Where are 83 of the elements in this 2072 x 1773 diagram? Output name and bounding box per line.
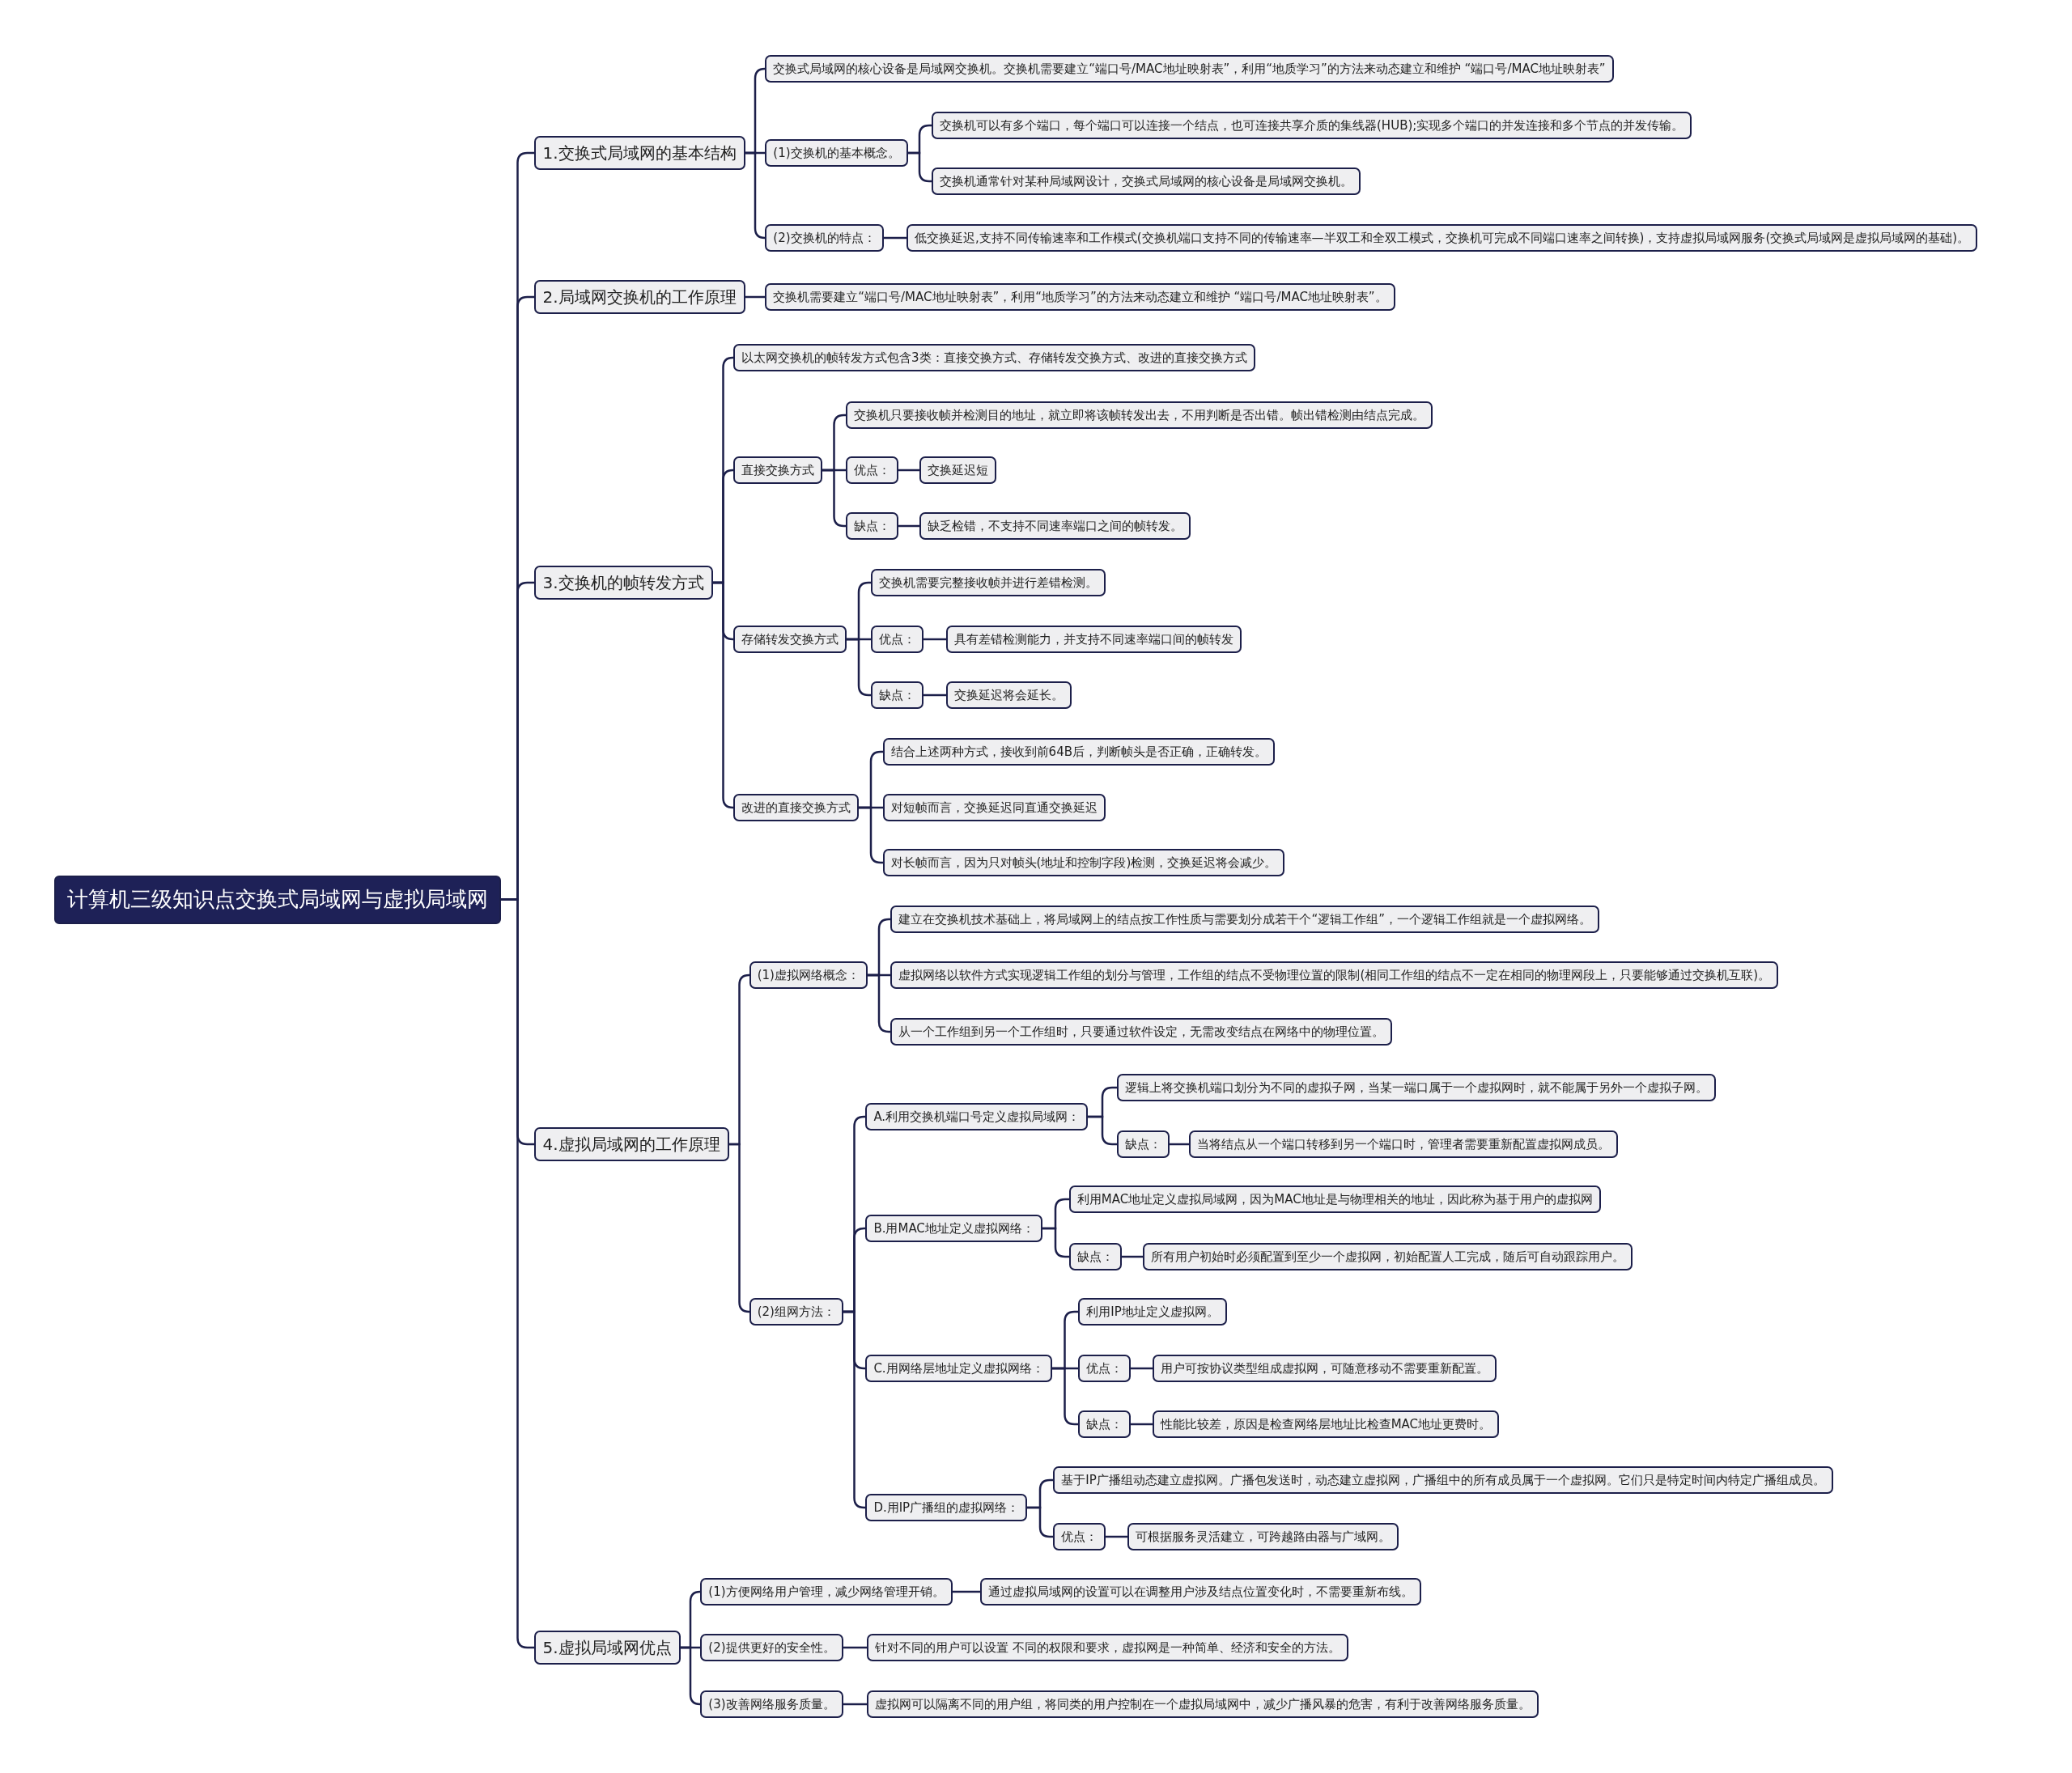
subtopic: 优点： xyxy=(870,626,923,654)
connector-line xyxy=(1106,1535,1127,1538)
subtopic: 缺点： xyxy=(845,511,898,540)
detail-note: 用户可按协议类型组成虚拟网，可随意移动不需要重新配置。 xyxy=(1152,1355,1497,1383)
detail-note: 逻辑上将交换机端口划分为不同的虚拟子网，当某一端口属于一个虚拟网时，就不能属于另外一个虚拟子网。 xyxy=(1116,1073,1716,1101)
detail-note: 交换延迟将会延长。 xyxy=(945,681,1072,709)
detail-note: 通过虚拟局域网的设置可以在调整用户涉及结点位置变化时，不需要重新布线。 xyxy=(980,1578,1422,1606)
subtopic: (1)虚拟网络概念： xyxy=(749,961,868,989)
subtopic: 缺点： xyxy=(870,681,923,709)
connector-line xyxy=(1088,1115,1117,1146)
detail-note: 缺乏检错，不支持不同速率端口之间的帧转发。 xyxy=(919,511,1191,540)
subtopic: (1)方便网络用户管理，减少网络管理开销。 xyxy=(700,1578,953,1606)
connector-line xyxy=(843,1310,866,1509)
detail-note: 交换机需要完整接收帧并进行差错检测。 xyxy=(870,569,1106,596)
detail-note: 交换机只要接收帧并检测目的地址，就立即将该帧转发出去，不用判断是否出错。帧出错检测由结点完成。 xyxy=(845,401,1433,429)
subtopic: 存储转发交换方式 xyxy=(733,626,847,654)
connector-line xyxy=(1042,1227,1069,1258)
subtopic: 改进的直接交换方式 xyxy=(733,793,860,821)
subtopic: 缺点： xyxy=(1078,1410,1132,1438)
detail-note: 性能比较差，原因是检查网络层地址比检查MAC地址更费时。 xyxy=(1152,1410,1500,1438)
subtopic: 直接交换方式 xyxy=(733,456,823,485)
connector-line xyxy=(952,1590,980,1593)
detail-note: 交换延迟短 xyxy=(919,456,997,485)
connector-line xyxy=(1122,1255,1143,1258)
connector-line xyxy=(898,469,919,472)
connector-line xyxy=(745,151,766,240)
main-topic: 1.交换式局域网的基本结构 xyxy=(533,136,745,171)
detail-note: 从一个工作组到另一个工作组时，只要通过软件设定，无需改变结点在网络中的物理位置。 xyxy=(890,1018,1393,1046)
detail-note: 交换机可以有多个端口，每个端口可以连接一个结点，也可连接共享介质的集线器(HUB);实现多个端口的并发连接和多个节点的并发传输。 xyxy=(932,112,1692,140)
detail-note: 以太网交换机的帧转发方式包含3类：直接交换方式、存储转发交换方式、改进的直接交换方式 xyxy=(733,344,1255,372)
detail-note: 交换机通常针对某种局域网设计，交换式局域网的核心设备是局域网交换机。 xyxy=(932,167,1361,195)
subtopic: 优点： xyxy=(1053,1522,1106,1550)
subtopic: C.用网络层地址定义虚拟网络： xyxy=(865,1355,1052,1383)
central-topic: 计算机三级知识点交换式局域网与虚拟局域网 xyxy=(53,876,501,924)
detail-note: 虚拟网络以软件方式实现逻辑工作组的划分与管理，工作组的结点不受物理位置的限制(相同工作组的结点不一定在相同的物理网段上，只要能够通过交换机互联)。 xyxy=(890,961,1779,989)
connector-line xyxy=(1027,1506,1053,1538)
connector-line xyxy=(1131,1423,1153,1426)
detail-note: 对短帧而言，交换延迟同直通交换延迟 xyxy=(882,793,1106,821)
detail-note: 对长帧而言，因为只对帧头(地址和控制字段)检测，交换延迟将会减少。 xyxy=(882,849,1285,877)
connector-line xyxy=(883,236,906,240)
detail-note: 具有差错检测能力，并支持不同速率端口间的帧转发 xyxy=(945,626,1242,654)
subtopic: B.用MAC地址定义虚拟网络： xyxy=(865,1215,1042,1243)
subtopic: 缺点： xyxy=(1116,1130,1170,1158)
connector-line xyxy=(923,694,946,697)
subtopic: 优点： xyxy=(1078,1355,1132,1383)
subtopic: 缺点： xyxy=(1068,1242,1122,1270)
connector-line xyxy=(713,581,734,809)
main-topic: 5.虚拟局域网优点 xyxy=(533,1630,681,1665)
subtopic: (1)交换机的基本概念。 xyxy=(765,139,908,168)
connector-line xyxy=(907,151,932,183)
connector-line xyxy=(822,469,846,528)
detail-note: 基于IP广播组动态建立虚拟网。广播包发送时，动态建立虚拟网，广播组中的所有成员属于一个虚拟网。它们只是特定时间内特定广播组成员。 xyxy=(1053,1465,1833,1494)
subtopic: 优点： xyxy=(845,456,898,485)
detail-note: 利用IP地址定义虚拟网。 xyxy=(1078,1298,1227,1326)
subtopic: (3)改善网络服务质量。 xyxy=(700,1690,843,1719)
connector-line xyxy=(745,295,765,299)
connector-line xyxy=(843,1703,867,1706)
connector-line xyxy=(923,638,946,641)
connector-line xyxy=(1170,1143,1189,1146)
connector-line xyxy=(681,1646,702,1706)
connector-line xyxy=(843,1646,867,1649)
main-topic: 2.局域网交换机的工作原理 xyxy=(533,280,745,315)
detail-note: 利用MAC地址定义虚拟局域网，因为MAC地址是与物理相关的地址，因此称为基于用户的虚拟网 xyxy=(1068,1186,1601,1214)
detail-note: 低交换延迟,支持不同传输速率和工作模式(交换机端口支持不同的传输速率—半双工和全双工模式，交换机可完成不同端口速率之间转换)，支持虚拟局域网服务(交换式局域网是虚拟局域网的基础)。 xyxy=(906,223,1978,252)
detail-note: 建立在交换机技术基础上，将局域网上的结点按工作性质与需要划分成若干个“逻辑工作组”，一个逻辑工作组就是一个虚拟网络。 xyxy=(890,906,1599,934)
detail-note: 交换式局域网的核心设备是局域网交换机。交换机需要建立“端口号/MAC地址映射表”，利用“地质学习”的方法来动态建立和维护 “端口号/MAC地址映射表” xyxy=(765,54,1614,83)
detail-note: 所有用户初始时必须配置到至少一个虚拟网，初始配置人工完成，随后可自动跟踪用户。 xyxy=(1143,1242,1633,1270)
subtopic: (2)提供更好的安全性。 xyxy=(700,1633,843,1661)
connector-line xyxy=(1131,1367,1153,1370)
detail-note: 当将结点从一个端口转移到另一个端口时，管理者需要重新配置虚拟网成员。 xyxy=(1189,1130,1619,1158)
main-topic: 4.虚拟局域网的工作原理 xyxy=(533,1126,729,1161)
detail-note: 针对不同的用户可以设置 不同的权限和要求，虚拟网是一种简单、经济和安全的方法。 xyxy=(867,1633,1348,1661)
detail-note: 交换机需要建立“端口号/MAC地址映射表”，利用“地质学习”的方法来动态建立和维护 “端口号/MAC地址映射表”。 xyxy=(765,283,1395,312)
subtopic: (2)交换机的特点： xyxy=(765,223,884,252)
detail-note: 结合上述两种方式，接收到前64B后，判断帧头是否正确，正确转发。 xyxy=(882,737,1275,766)
detail-note: 可根据服务灵活建立，可跨越路由器与广域网。 xyxy=(1127,1522,1399,1550)
detail-note: 虚拟网可以隔离不同的用户组，将同类的用户控制在一个虚拟局域网中，减少广播风暴的危害，有利于改善网络服务质量。 xyxy=(867,1690,1539,1719)
connector-line xyxy=(898,524,919,528)
main-topic: 3.交换机的帧转发方式 xyxy=(533,566,713,600)
connector-line xyxy=(729,1143,750,1313)
subtopic: A.利用交换机端口号定义虚拟局域网： xyxy=(865,1102,1089,1130)
subtopic: (2)组网方法： xyxy=(749,1298,843,1326)
subtopic: D.用IP广播组的虚拟网络： xyxy=(865,1493,1028,1521)
